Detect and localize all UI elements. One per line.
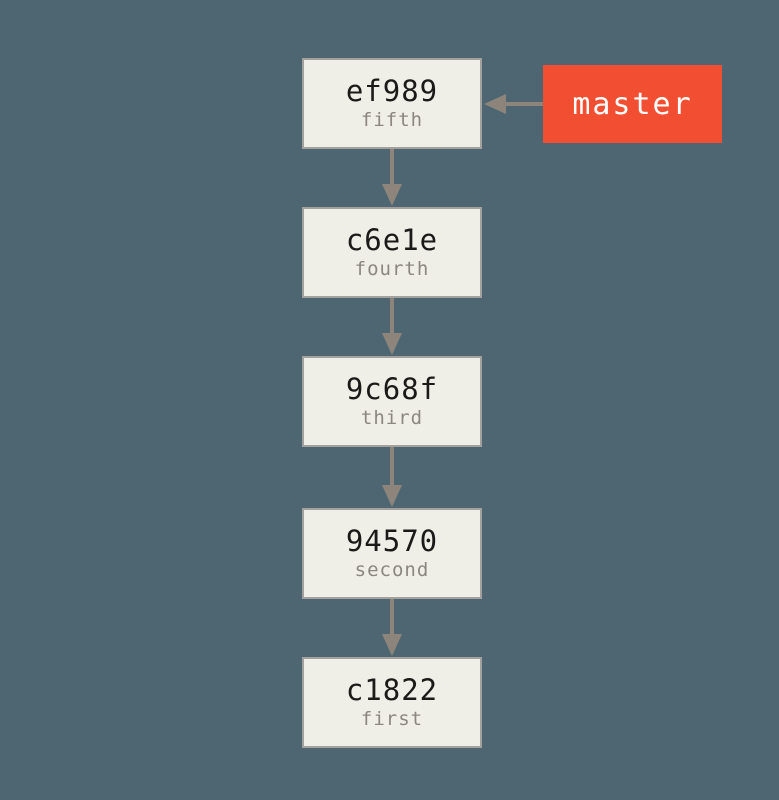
parent-arrow	[382, 298, 402, 355]
commit-hash: c6e1e	[345, 223, 439, 257]
parent-arrow	[382, 149, 402, 206]
commit-hash: c1822	[345, 673, 439, 707]
commit-message: first	[360, 708, 424, 730]
commit-message: fourth	[354, 258, 430, 280]
parent-arrow	[382, 599, 402, 656]
commit-message: fifth	[360, 109, 424, 131]
commit-message: third	[360, 407, 424, 429]
commit-hash: 9c68f	[345, 372, 439, 406]
commit-hash: ef989	[345, 74, 439, 108]
commit-hash: 94570	[345, 524, 439, 558]
commit-node: ef989 fifth	[302, 58, 482, 149]
commit-message: second	[354, 559, 430, 581]
commit-node: 94570 second	[302, 508, 482, 599]
parent-arrow	[382, 447, 402, 507]
branch-pointer-arrow	[484, 94, 543, 114]
branch-label-master: master	[543, 65, 722, 143]
commit-node: c1822 first	[302, 657, 482, 748]
branch-label-text: master	[572, 86, 693, 122]
commit-node: 9c68f third	[302, 356, 482, 447]
commit-node: c6e1e fourth	[302, 207, 482, 298]
